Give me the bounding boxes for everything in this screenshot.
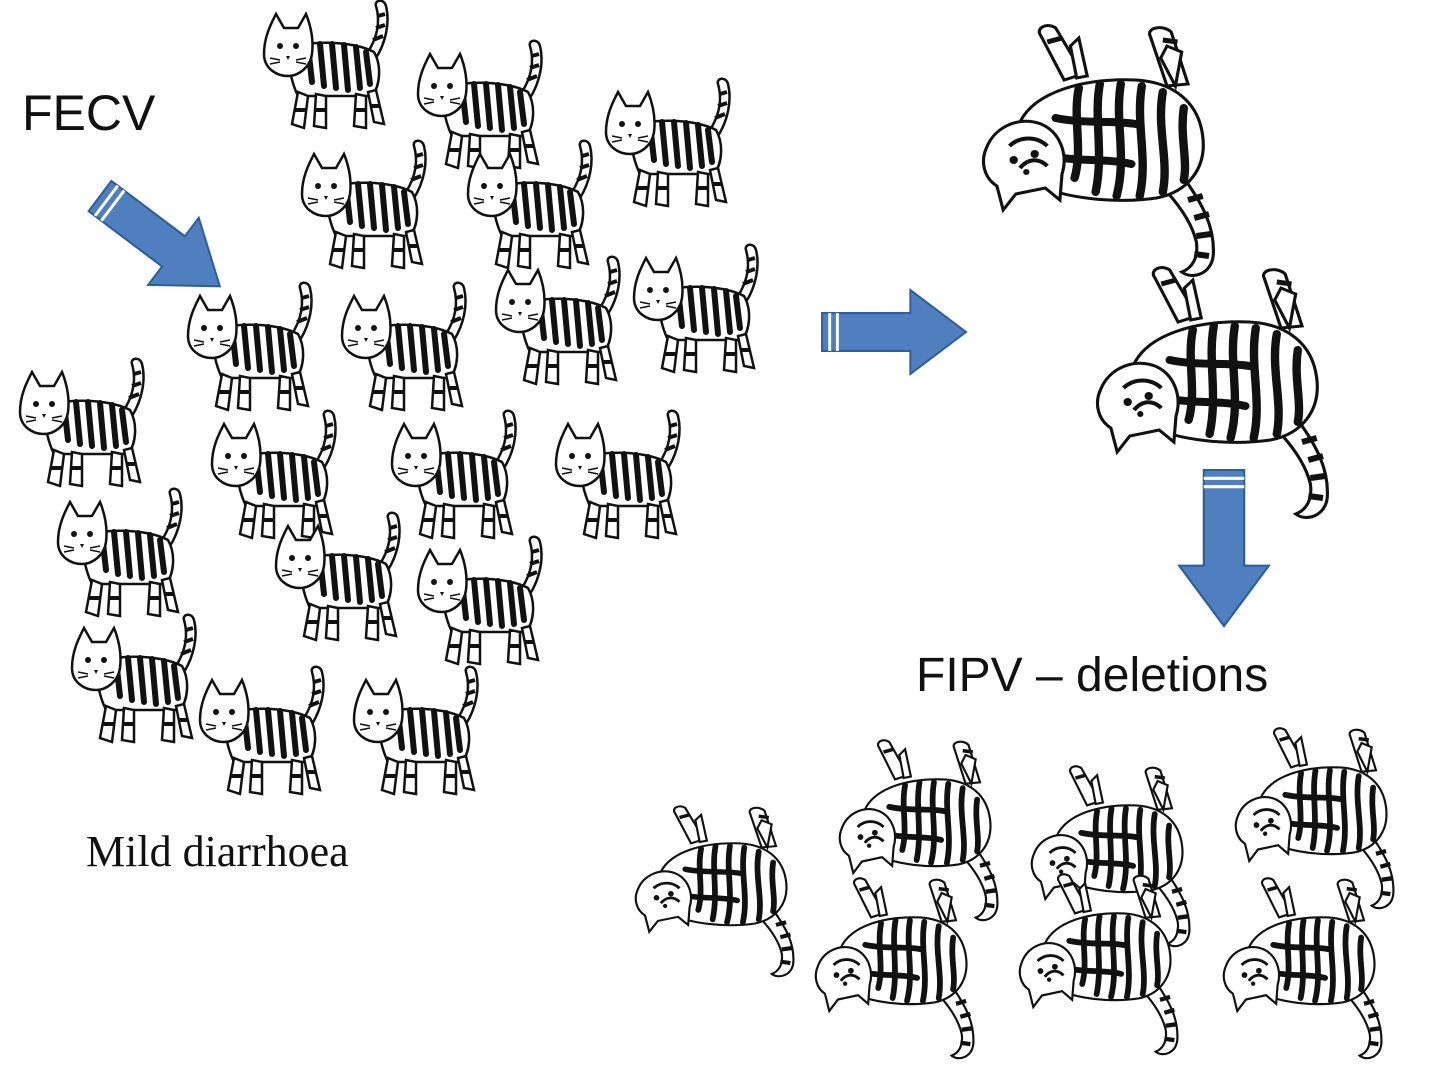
standing-cat-icon	[276, 513, 400, 640]
standing-cat-icon	[556, 411, 680, 538]
standing-cat-icon	[606, 79, 730, 206]
fecv-arrow	[73, 160, 247, 322]
sick-cats-small-group	[636, 728, 1394, 1058]
standing-cat-icon	[354, 667, 478, 794]
standing-cat-icon	[264, 1, 388, 128]
standing-cat-icon	[634, 245, 758, 372]
standing-cat-icon	[200, 667, 324, 794]
fipv-deletions-label: FIPV – deletions	[916, 649, 1269, 702]
standing-cat-icon	[342, 283, 466, 410]
standing-cat-icon	[302, 141, 426, 268]
cat-lying-on-back-icon	[1224, 878, 1382, 1058]
standing-cat-icon	[20, 359, 144, 486]
fecv-label: FECV	[22, 85, 156, 141]
standing-cat-icon	[58, 489, 182, 616]
cat-lying-on-back-icon	[1236, 728, 1394, 908]
mild-diarrhoea-label: Mild diarrhoea	[86, 827, 349, 876]
cat-lying-on-back-icon	[636, 806, 794, 976]
standing-cat-icon	[496, 257, 620, 384]
cat-lying-on-back-icon	[1020, 874, 1178, 1054]
standing-cat-icon	[418, 41, 542, 168]
standing-cat-icon	[72, 615, 196, 742]
standing-cat-icon	[392, 411, 516, 538]
cat-lying-on-back-icon	[984, 26, 1214, 276]
sick-cats-large-group	[984, 26, 1328, 518]
cat-lying-on-back-icon	[816, 878, 974, 1058]
standing-cat-icon	[188, 283, 312, 410]
progression-arrow	[820, 288, 968, 376]
standing-cat-icon	[212, 411, 336, 538]
fipv-arrow	[1177, 468, 1271, 628]
standing-cat-icon	[418, 537, 542, 664]
